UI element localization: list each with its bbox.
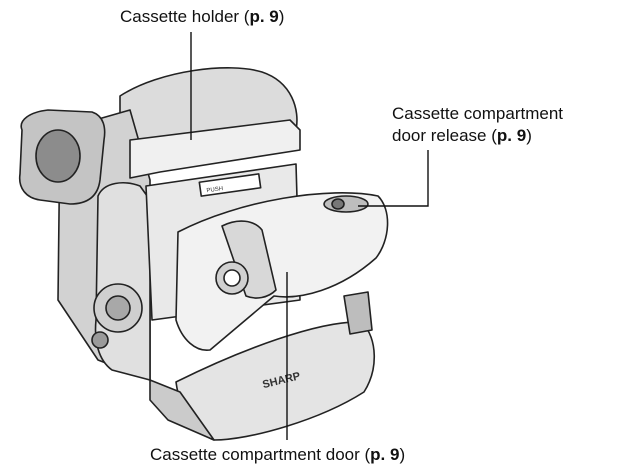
callout-close: ) bbox=[399, 445, 406, 464]
callout-close: ) bbox=[526, 126, 532, 145]
eyepiece-lens bbox=[35, 129, 81, 183]
page-ref: p. 9 bbox=[370, 445, 400, 464]
page-ref: p. 9 bbox=[249, 7, 279, 26]
callout-line1: Cassette compartment bbox=[392, 104, 564, 123]
callout-line2: door release ( bbox=[392, 126, 497, 145]
page-ref: p. 9 bbox=[496, 126, 527, 145]
callout-cassette-holder: Cassette holder (p. 9) bbox=[120, 6, 284, 28]
side-jack bbox=[91, 331, 109, 349]
tape-window bbox=[198, 173, 262, 197]
strap-buckle bbox=[343, 291, 373, 335]
leader-line-release bbox=[358, 150, 429, 207]
callout-text: Cassette compartment door ( bbox=[150, 445, 371, 464]
callout-compartment-door: Cassette compartment door (p. 9) bbox=[150, 444, 405, 466]
callout-close: ) bbox=[278, 7, 285, 26]
tape-label: PUSH bbox=[206, 186, 223, 194]
callout-door-release: Cassette compartment door release (p. 9) bbox=[392, 103, 563, 147]
callout-text: Cassette holder ( bbox=[120, 7, 250, 26]
door-release-slider bbox=[323, 195, 369, 213]
side-panel bbox=[94, 182, 151, 381]
cassette-holder bbox=[129, 119, 301, 179]
slider-knob bbox=[331, 198, 345, 210]
lower-body bbox=[149, 379, 215, 441]
door-ridge bbox=[221, 220, 277, 299]
